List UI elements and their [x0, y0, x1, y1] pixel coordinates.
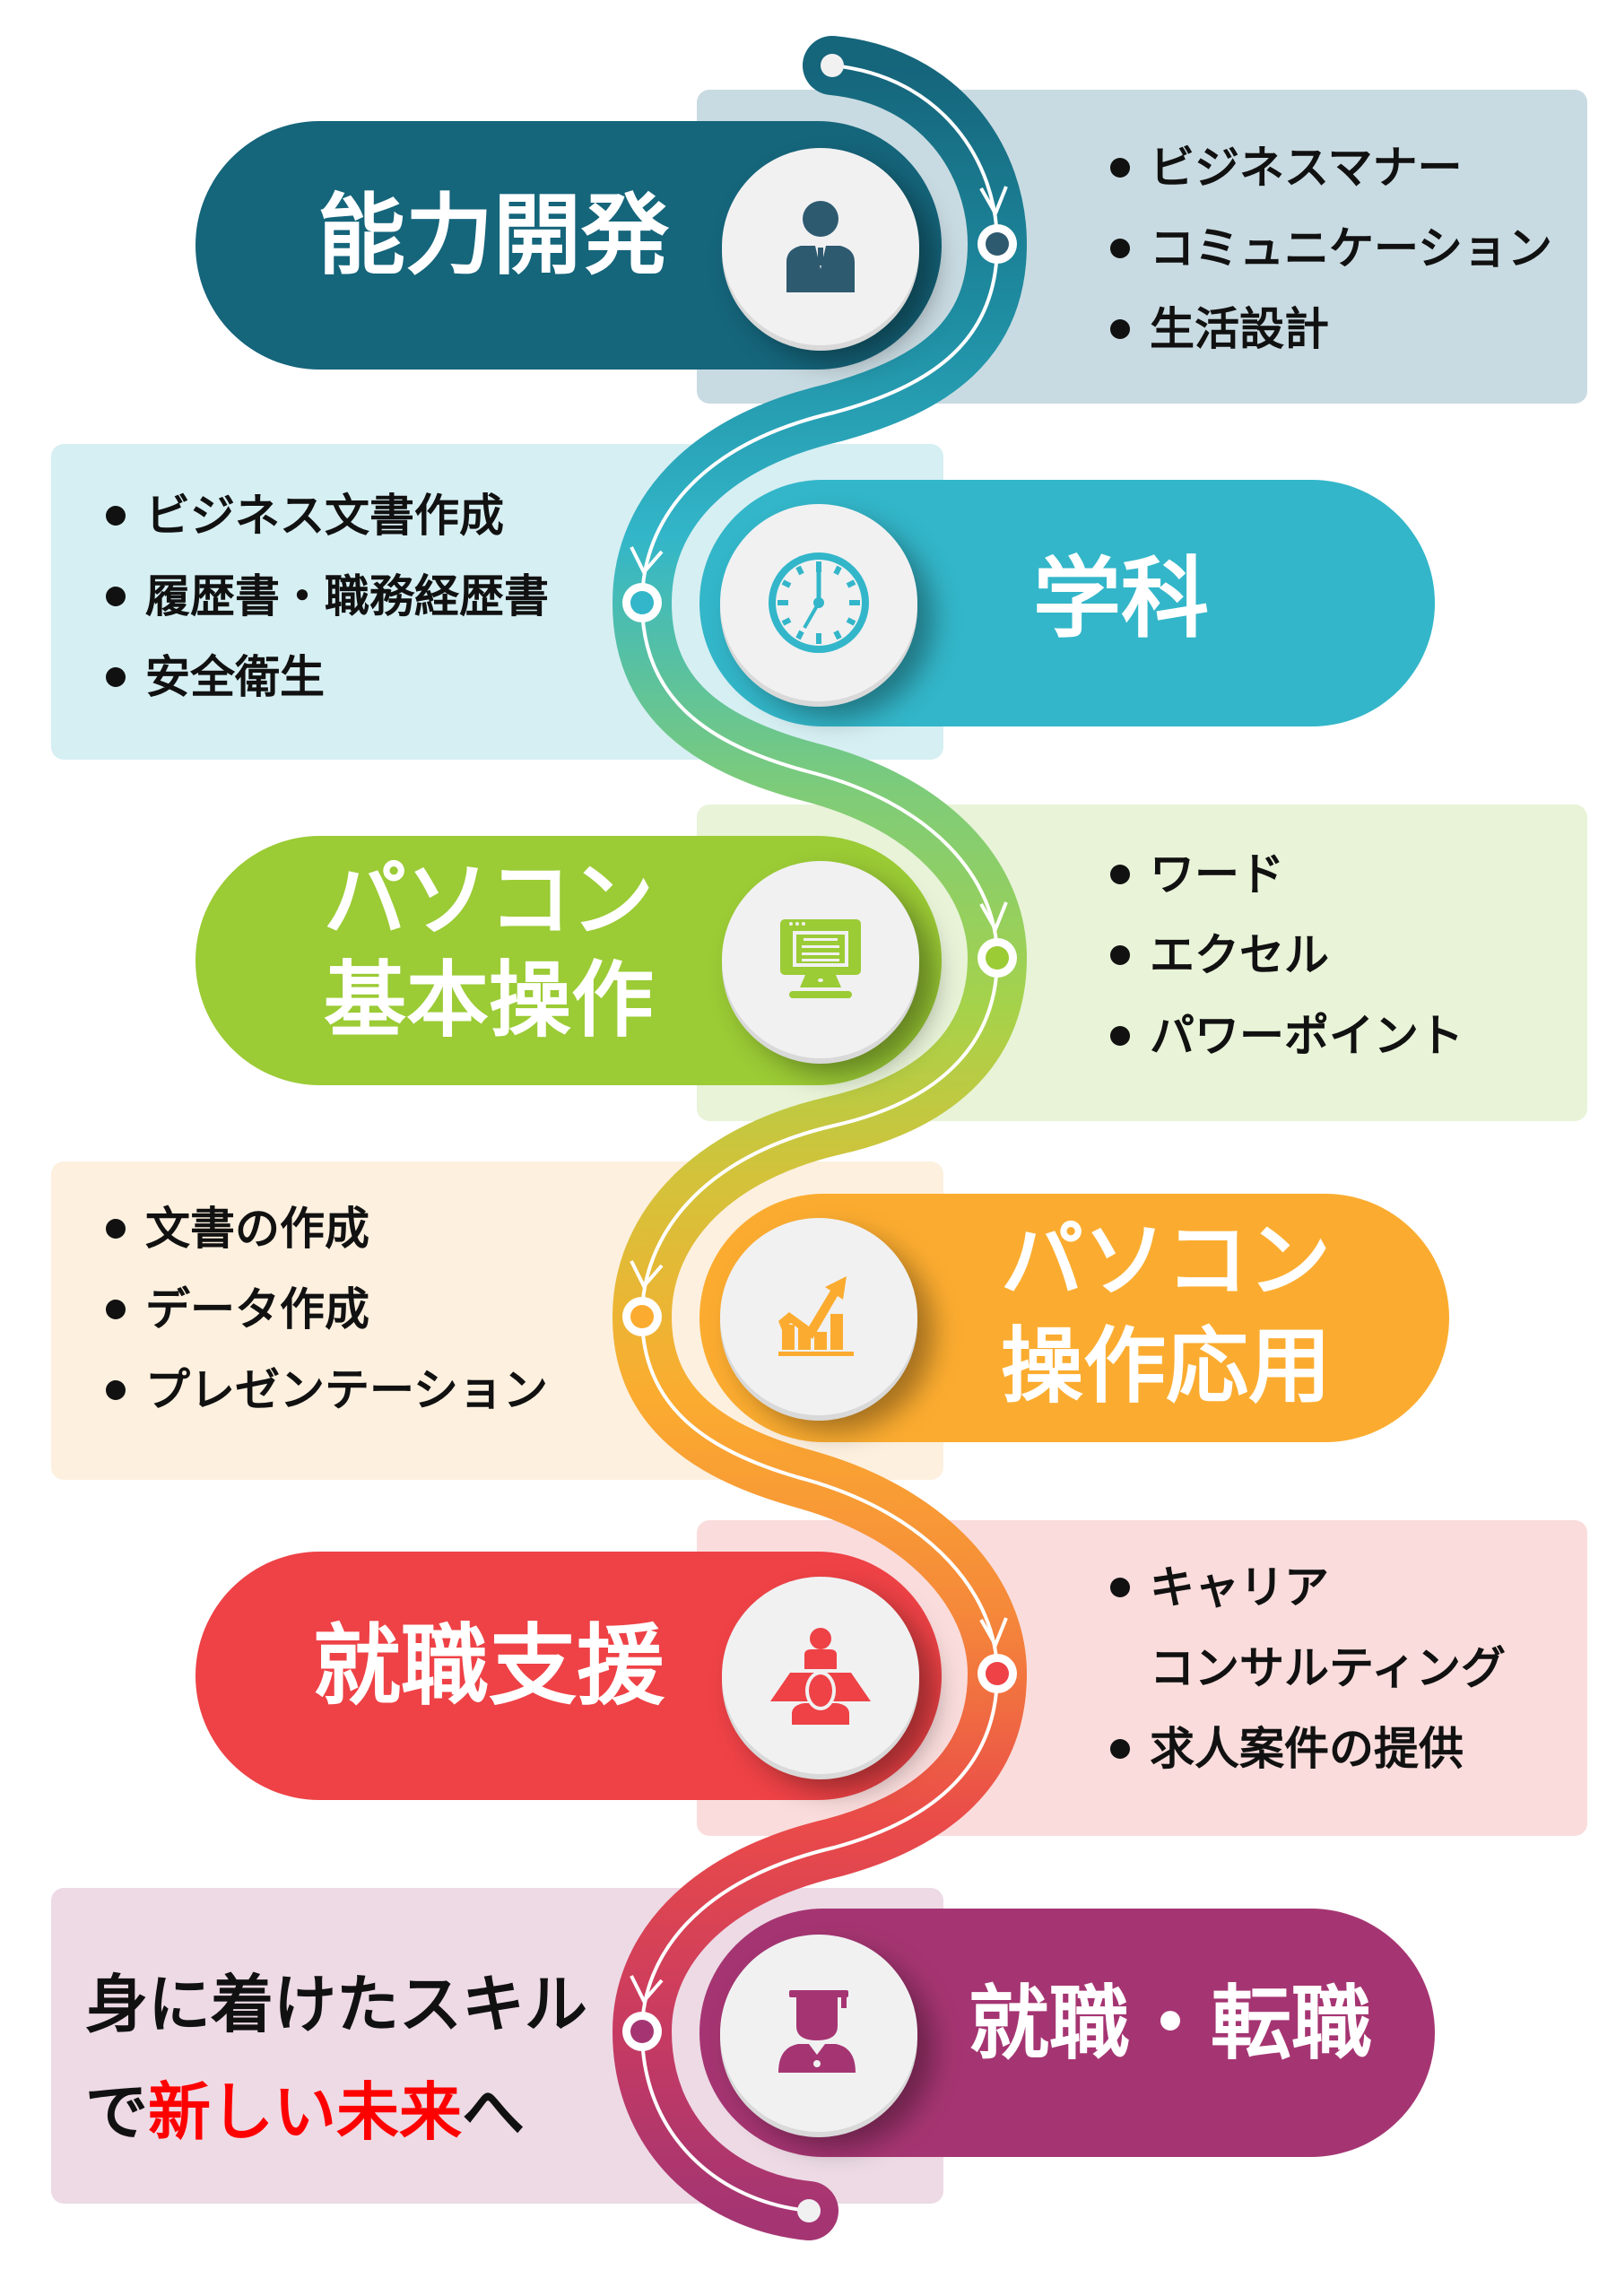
- list-item: ビジネスマナー: [1110, 127, 1552, 208]
- step3-title-line1: パソコン: [323, 852, 654, 948]
- list-item: 文書の作成: [106, 1188, 548, 1269]
- list-item: データ作成: [106, 1269, 548, 1350]
- timeline-nodes: [622, 224, 1017, 2051]
- step5-detail-list: キャリア コンサルティング 求人案件の提供: [1110, 1547, 1506, 1789]
- list-item: 安全衛生: [106, 637, 549, 718]
- step4-title: パソコン 操作応用: [977, 1208, 1354, 1420]
- arrow-icon: [630, 186, 1008, 2005]
- bullet-icon: [1110, 944, 1130, 965]
- ribbon-start-dot: [821, 54, 844, 77]
- step4-title-line2: 操作応用: [1000, 1318, 1331, 1414]
- closing-line2: で新しい未来へ: [85, 2075, 525, 2149]
- step4-title-line1: パソコン: [1000, 1213, 1331, 1309]
- bullet-icon: [1110, 1738, 1130, 1759]
- list-item: 求人案件の提供: [1110, 1709, 1506, 1789]
- bullet-icon: [106, 505, 126, 526]
- step6-title-text: 就職・転職: [969, 1977, 1372, 2071]
- ribbon-guide-line: [639, 64, 1000, 2213]
- step2-title: 学科: [986, 547, 1255, 653]
- list-item: プレゼンテーション: [106, 1350, 548, 1431]
- bullet-icon: [1110, 157, 1130, 178]
- businessman-icon: [786, 201, 855, 292]
- bullet-icon: [106, 1379, 126, 1400]
- step5-title-text: 就職支援: [312, 1615, 665, 1718]
- closing-message: 身に着けたスキル で新しい未来へ: [85, 1951, 587, 2166]
- bullet-icon: [1110, 1577, 1130, 1597]
- step5-icon-circle: [722, 1577, 919, 1774]
- step1-title: 能力開発: [305, 184, 682, 290]
- bullet-icon: [1110, 1025, 1130, 1046]
- step6-title: 就職・転職: [960, 1976, 1381, 2073]
- closing-line1: 身に着けたスキル: [85, 1968, 587, 2041]
- step6-icon-circle: [720, 1935, 917, 2132]
- bullet-icon: [106, 586, 126, 606]
- step3-icon-circle: [722, 861, 919, 1058]
- list-item: 生活設計: [1110, 289, 1552, 370]
- step4-icon-circle: [720, 1218, 917, 1415]
- step1-title-text: 能力開発: [317, 185, 669, 287]
- step3-detail-list: ワード エクセル パワーポイント: [1110, 834, 1464, 1076]
- computer-monitor-icon: [780, 919, 861, 998]
- list-item: ワード: [1110, 834, 1464, 915]
- list-item: キャリア: [1110, 1547, 1506, 1628]
- ribbon-end-dot: [797, 2199, 821, 2222]
- interview-icon: [770, 1628, 871, 1725]
- step4-detail-list: 文書の作成 データ作成 プレゼンテーション: [106, 1188, 548, 1431]
- closing-highlight: 新しい未来: [148, 2075, 462, 2149]
- list-item: コンサルティング: [1150, 1642, 1506, 1694]
- bullet-icon: [106, 1299, 126, 1319]
- step3-title: パソコン 基本操作: [287, 850, 691, 1051]
- bullet-icon: [106, 1218, 126, 1239]
- list-item: コミュニケーション: [1110, 208, 1552, 289]
- step3-title-line2: 基本操作: [323, 952, 654, 1048]
- step1-detail-list: ビジネスマナー コミュニケーション 生活設計: [1110, 127, 1552, 370]
- bullet-icon: [1110, 864, 1130, 884]
- clock-icon: [769, 552, 869, 653]
- step5-title: 就職支援: [291, 1614, 686, 1720]
- ribbon-band: [612, 36, 1028, 2240]
- step2-title-text: 学科: [1032, 548, 1209, 650]
- growth-chart-icon: [778, 1276, 854, 1356]
- list-item: パワーポイント: [1110, 996, 1464, 1076]
- step2-detail-list: ビジネス文書作成 履歴書・職務経歴書 安全衛生: [106, 475, 549, 718]
- list-item: エクセル: [1110, 915, 1464, 996]
- bullet-icon: [1110, 318, 1130, 339]
- step1-icon-circle: [722, 148, 919, 345]
- bullet-icon: [106, 666, 126, 687]
- list-item: 履歴書・職務経歴書: [106, 556, 549, 637]
- list-item: ビジネス文書作成: [106, 475, 549, 556]
- bullet-icon: [1110, 238, 1130, 258]
- step2-icon-circle: [720, 504, 917, 701]
- graduate-icon: [778, 1990, 856, 2073]
